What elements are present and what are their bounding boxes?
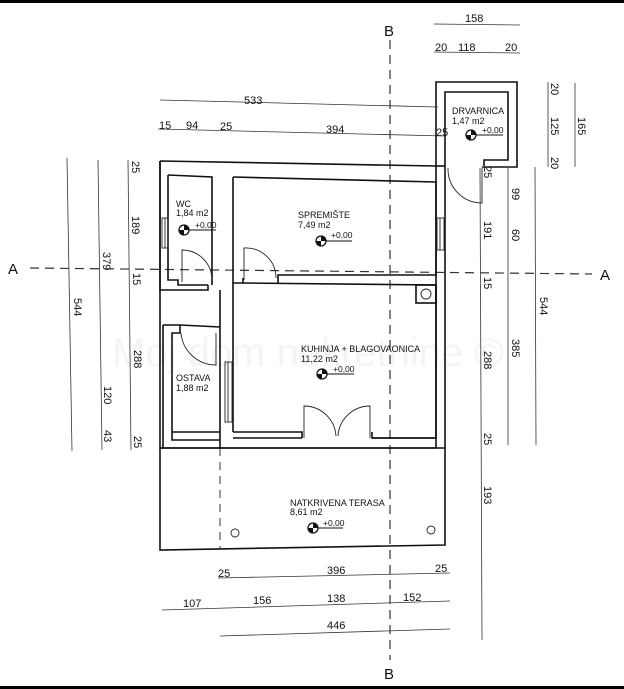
dim-label: 165 xyxy=(575,117,587,135)
room-name: KUHINJA + BLAGOVAONICA xyxy=(301,344,420,354)
room-wc: WC 1,84 m2 +0,00 xyxy=(176,199,217,236)
dim-label: 152 xyxy=(403,592,421,604)
dim-label: 379 xyxy=(100,252,112,270)
level-value: +0,00 xyxy=(323,518,345,528)
dim-label: 107 xyxy=(183,598,201,610)
bottom-border xyxy=(0,686,624,689)
dim-label: 191 xyxy=(481,221,493,239)
building-walls xyxy=(159,81,518,551)
dim-label: 446 xyxy=(327,620,345,632)
section-axis-a xyxy=(29,267,593,275)
room-area: 11,22 m2 xyxy=(301,354,338,364)
dim-label: 396 xyxy=(327,565,345,577)
room-name: DRVARNICA xyxy=(452,106,504,116)
level-value: +0,00 xyxy=(333,364,355,374)
section-marker-b-top: B xyxy=(384,23,394,40)
dimensions-left: 544 379 120 43 25 189 15 288 25 xyxy=(66,157,143,452)
dim-label: 120 xyxy=(101,386,113,404)
dim-label: 544 xyxy=(537,297,549,315)
section-marker-a-right: A xyxy=(600,267,610,284)
level-value: +0,00 xyxy=(482,125,504,135)
dim-label: 20 xyxy=(548,157,560,169)
dim-label: 394 xyxy=(326,124,344,136)
dim-label: 94 xyxy=(186,120,198,132)
room-area: 1,84 m2 xyxy=(176,208,209,218)
dim-label: 15 xyxy=(130,273,142,285)
dim-label: 60 xyxy=(509,229,521,241)
level-marker-icon xyxy=(307,522,343,534)
dim-label: 385 xyxy=(509,339,521,357)
room-drvarnica: DRVARNICA 1,47 m2 +0,00 xyxy=(452,106,504,141)
dimensions-right: 20 125 20 165 25 191 15 288 25 193 99 60… xyxy=(479,82,587,641)
level-marker-icon xyxy=(316,368,354,380)
dim-label: 25 xyxy=(220,121,232,133)
dimensions-bottom: 25 396 25 107 156 138 152 446 xyxy=(161,563,451,637)
dim-label: 25 xyxy=(131,436,143,448)
room-name: WC xyxy=(176,199,191,209)
dim-label: 25 xyxy=(129,161,141,173)
dim-label: 288 xyxy=(131,350,143,368)
room-area: 1,88 m2 xyxy=(176,383,209,393)
room-area: 7,49 m2 xyxy=(298,220,331,230)
top-border xyxy=(0,0,624,3)
dim-label: 99 xyxy=(509,188,521,200)
room-kuhinja-blagovaonica: KUHINJA + BLAGOVAONICA 11,22 m2 +0,00 xyxy=(301,344,420,380)
dim-label: 533 xyxy=(244,95,262,107)
section-marker-a-left: A xyxy=(8,261,18,278)
room-ostava: OSTAVA 1,88 m2 xyxy=(176,373,211,393)
room-name: NATKRIVENA TERASA xyxy=(290,498,385,508)
level-marker-icon xyxy=(465,129,503,141)
dim-label: 544 xyxy=(71,298,83,316)
dim-label: 25 xyxy=(218,568,230,580)
dimensions-top: 158 20 118 20 533 15 94 25 394 25 xyxy=(157,13,521,139)
level-value: +0,00 xyxy=(195,220,217,230)
dim-label: 25 xyxy=(481,433,493,445)
dim-label: 118 xyxy=(458,42,476,54)
dim-label: 25 xyxy=(481,166,493,178)
dim-label: 288 xyxy=(481,351,493,369)
dim-label: 20 xyxy=(548,83,560,95)
dim-label: 15 xyxy=(159,120,171,132)
level-value: +0,00 xyxy=(331,230,353,240)
room-area: 1,47 m2 xyxy=(452,116,485,126)
room-name: SPREMIŠTE xyxy=(298,210,350,220)
room-area: 8,61 m2 xyxy=(290,507,323,517)
windows xyxy=(161,217,445,423)
dim-label: 193 xyxy=(481,486,493,504)
section-marker-b-bottom: B xyxy=(384,666,394,683)
doors xyxy=(180,167,483,438)
dim-label: 156 xyxy=(253,595,271,607)
room-name: OSTAVA xyxy=(176,373,211,383)
dim-label: 25 xyxy=(436,127,448,139)
dim-label: 138 xyxy=(327,593,345,605)
dim-label: 15 xyxy=(481,277,493,289)
watermark: Moj dom nekretnine © xyxy=(112,331,504,375)
level-marker-icon xyxy=(315,235,352,247)
dim-label: 43 xyxy=(101,430,113,442)
dim-label: 20 xyxy=(435,42,447,54)
dim-label: 125 xyxy=(548,117,560,135)
room-natkrivena-terasa: NATKRIVENA TERASA 8,61 m2 +0,00 xyxy=(290,498,385,534)
room-spremiste: SPREMIŠTE 7,49 m2 +0,00 xyxy=(298,210,353,247)
dim-label: 158 xyxy=(465,13,483,25)
dim-label: 189 xyxy=(129,216,141,234)
dim-label: 25 xyxy=(435,563,447,575)
level-marker-icon xyxy=(178,224,216,236)
dim-label: 20 xyxy=(505,42,517,54)
